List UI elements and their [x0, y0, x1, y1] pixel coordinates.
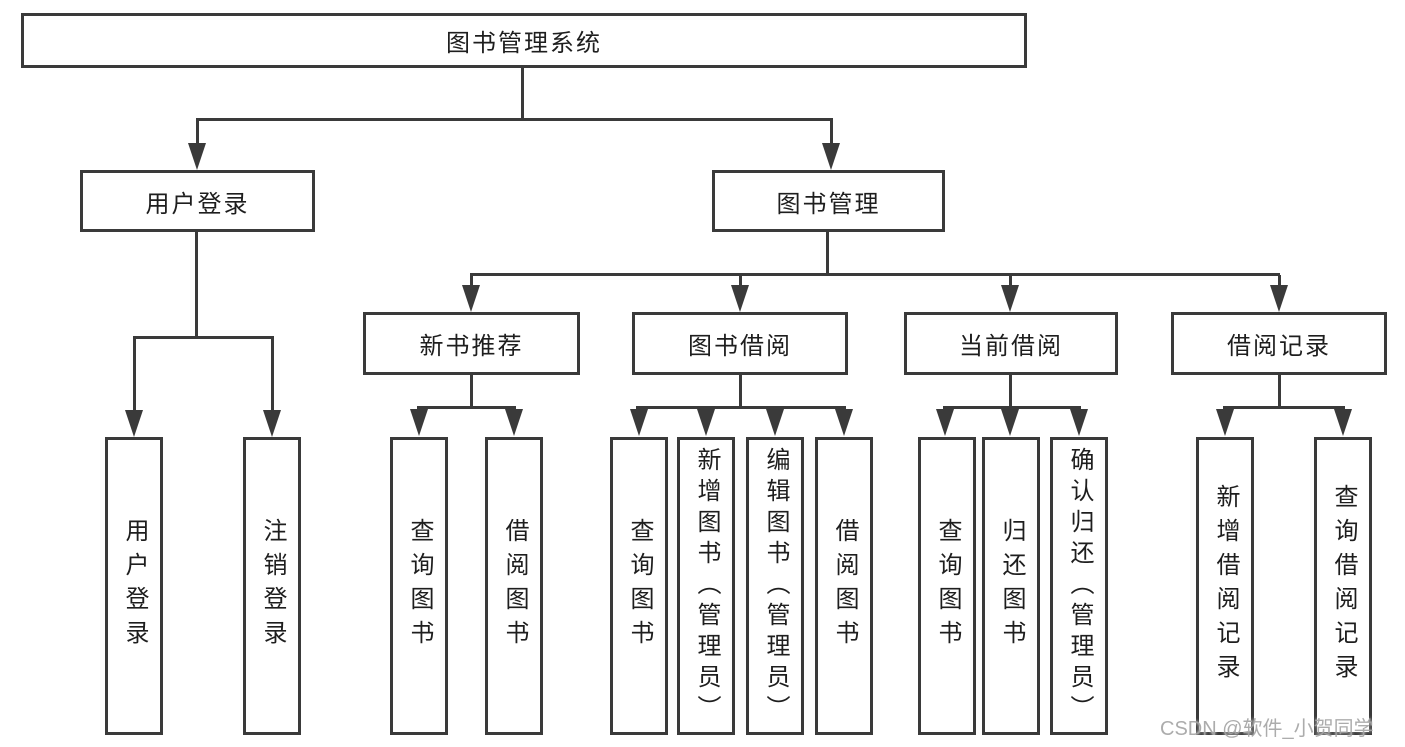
arrow-down-icon: [1001, 409, 1019, 436]
node-borrow-book-label: 借阅图书: [831, 518, 858, 654]
node-edit-book-admin: 编辑图书（管理员）: [746, 437, 804, 735]
node-query-borrow-record: 查询借阅记录: [1314, 437, 1372, 735]
connector-borrow-record-split: [1223, 406, 1345, 409]
arrow-down-icon: [1216, 409, 1234, 436]
connector-new-book-rec-stem: [470, 375, 473, 409]
arrow-down-icon: [697, 409, 715, 436]
node-user-login: 用户登录: [105, 437, 163, 735]
csdn-watermark: CSDN @软件_小贺同学: [1160, 718, 1374, 740]
arrow-down-icon: [505, 409, 523, 436]
arrow-down-icon: [125, 410, 143, 437]
node-logout-label: 注销登录: [259, 518, 286, 654]
node-borrow-record-label: 借阅记录: [1227, 333, 1331, 360]
arrow-down-icon: [1334, 409, 1352, 436]
node-user-login-group-label: 用户登录: [145, 190, 250, 218]
connector-drop-logout: [271, 336, 274, 414]
connector-book-mgmt-stem: [826, 232, 829, 276]
node-root-label: 图书管理系统: [446, 30, 602, 57]
node-user-login-group: 用户登录: [80, 170, 315, 232]
connector-book-mgmt-split: [470, 273, 1280, 276]
connector-root-stem: [521, 68, 524, 120]
node-new-book-rec-label: 新书推荐: [419, 333, 524, 360]
node-add-borrow-record-label: 新增借阅记录: [1212, 484, 1239, 688]
connector-drop-current-borrow: [1009, 275, 1012, 287]
node-book-borrow-label: 图书借阅: [688, 333, 792, 360]
node-new-book-rec: 新书推荐: [363, 312, 580, 375]
connector-drop-new-book-rec: [470, 275, 473, 287]
node-book-mgmt: 图书管理: [712, 170, 945, 232]
node-current-borrow: 当前借阅: [904, 312, 1118, 375]
node-add-borrow-record: 新增借阅记录: [1196, 437, 1254, 735]
node-add-book-admin: 新增图书（管理员）: [677, 437, 735, 735]
node-add-book-admin-label: 新增图书（管理员）: [693, 446, 720, 726]
connector-drop-user-login-group: [196, 118, 199, 148]
node-query-book-current: 查询图书: [918, 437, 976, 735]
connector-new-book-rec-split: [417, 406, 516, 409]
node-confirm-return-admin: 确认归还（管理员）: [1050, 437, 1108, 735]
node-logout: 注销登录: [243, 437, 301, 735]
arrow-down-icon: [410, 409, 428, 436]
arrow-down-icon: [731, 285, 749, 312]
arrow-down-icon: [1001, 285, 1019, 312]
node-confirm-return-admin-label: 确认归还（管理员）: [1066, 446, 1093, 726]
node-query-book-current-label: 查询图书: [934, 518, 961, 654]
node-query-book-borrow-label: 查询图书: [626, 518, 653, 654]
connector-user-login-split: [133, 336, 274, 339]
node-borrow-book-rec-label: 借阅图书: [501, 518, 528, 654]
arrow-down-icon: [630, 409, 648, 436]
arrow-down-icon: [263, 410, 281, 437]
arrow-down-icon: [1270, 285, 1288, 312]
arrow-down-icon: [766, 409, 784, 436]
connector-borrow-record-stem: [1278, 375, 1281, 409]
node-query-book-rec-label: 查询图书: [406, 518, 433, 654]
connector-book-borrow-split: [636, 406, 846, 409]
connector-user-login-stem: [195, 232, 198, 339]
node-return-book-label: 归还图书: [998, 518, 1025, 654]
node-borrow-record: 借阅记录: [1171, 312, 1387, 375]
arrow-down-icon: [1070, 409, 1088, 436]
connector-current-borrow-split: [943, 406, 1081, 409]
connector-drop-book-mgmt: [830, 118, 833, 148]
arrow-down-icon: [822, 143, 840, 170]
node-query-book-borrow: 查询图书: [610, 437, 668, 735]
arrow-down-icon: [835, 409, 853, 436]
node-return-book: 归还图书: [982, 437, 1040, 735]
connector-drop-borrow-record: [1278, 275, 1281, 287]
node-borrow-book: 借阅图书: [815, 437, 873, 735]
node-book-borrow: 图书借阅: [632, 312, 848, 375]
connector-drop-book-borrow: [739, 275, 742, 287]
arrow-down-icon: [188, 143, 206, 170]
connector-drop-user-login: [133, 336, 136, 414]
arrow-down-icon: [462, 285, 480, 312]
node-root: 图书管理系统: [21, 13, 1027, 68]
node-query-book-rec: 查询图书: [390, 437, 448, 735]
connector-current-borrow-stem: [1009, 375, 1012, 409]
node-edit-book-admin-label: 编辑图书（管理员）: [762, 446, 789, 726]
connector-root-split: [196, 118, 833, 121]
node-borrow-book-rec: 借阅图书: [485, 437, 543, 735]
node-current-borrow-label: 当前借阅: [959, 333, 1063, 360]
node-book-mgmt-label: 图书管理: [776, 190, 881, 218]
node-query-borrow-record-label: 查询借阅记录: [1330, 484, 1357, 688]
connector-book-borrow-stem: [739, 375, 742, 409]
node-user-login-label: 用户登录: [121, 518, 148, 654]
arrow-down-icon: [936, 409, 954, 436]
